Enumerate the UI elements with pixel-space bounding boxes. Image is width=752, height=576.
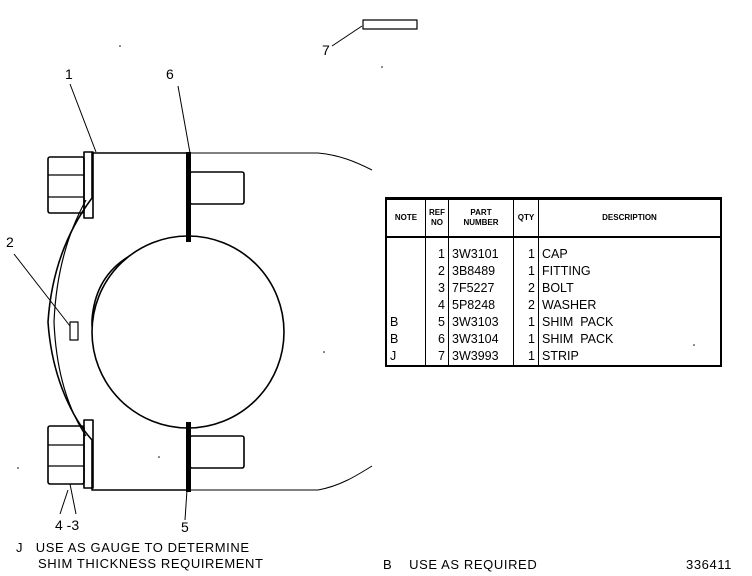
lower-washer [83,419,94,489]
cell-qty: 2 [513,280,539,297]
cell-note [385,237,426,263]
cell-part: 3W3993 [448,348,514,367]
cell-note: J [385,348,426,367]
cell-qty: 1 [513,263,539,280]
cell-part: 3W3101 [448,237,514,263]
cell-note: B [385,314,426,331]
cell-ref: 1 [425,237,449,263]
cell-note [385,263,426,280]
cell-note [385,297,426,314]
cell-part: 7F5227 [448,280,514,297]
header-ref-no: REF NO [425,197,449,238]
cap-inner-edge [53,199,87,437]
upper-washer [83,151,94,219]
cell-desc: SHIM PACK [538,331,722,348]
strip [362,19,418,30]
cell-qty: 2 [513,297,539,314]
cell-part: 5P8248 [448,297,514,314]
lower-shim-pack [186,422,191,492]
upper-shim-pack [186,152,191,242]
table-row: 4 5P8248 2 WASHER [385,297,722,314]
cell-ref: 5 [425,314,449,331]
callout-5: 5 [181,519,189,535]
cell-desc: BOLT [538,280,722,297]
cell-desc: CAP [538,237,722,263]
cell-qty: 1 [513,331,539,348]
cell-part: 3W3103 [448,314,514,331]
lower-bolt-head [47,425,85,485]
table-row: B 5 3W3103 1 SHIM PACK [385,314,722,331]
fitting [69,321,79,341]
header-description: DESCRIPTION [538,197,722,238]
header-part-number: PART NUMBER [448,197,514,238]
table-row: B 6 3W3104 1 SHIM PACK [385,331,722,348]
upper-bolt-shank [189,171,245,205]
lower-bolt-shank [189,435,245,469]
callout-7: 7 [322,42,330,58]
rod-outline-lower [190,465,373,491]
cell-desc: WASHER [538,297,722,314]
table-row: 3 7F5227 2 BOLT [385,280,722,297]
cell-ref: 3 [425,280,449,297]
cell-ref: 2 [425,263,449,280]
note-b: B USE AS REQUIRED [383,557,538,572]
table-row: 2 3B8489 1 FITTING [385,263,722,280]
cell-part: 3W3104 [448,331,514,348]
header-qty: QTY [513,197,539,238]
table-row: J 7 3W3993 1 STRIP [385,348,722,367]
table-row: 1 3W3101 1 CAP [385,237,722,263]
callout-2: 2 [6,234,14,250]
cell-ref: 4 [425,297,449,314]
cell-desc: SHIM PACK [538,314,722,331]
cell-desc: STRIP [538,348,722,367]
cell-part: 3B8489 [448,263,514,280]
cell-qty: 1 [513,314,539,331]
cell-note [385,280,426,297]
cell-ref: 6 [425,331,449,348]
cell-note: B [385,331,426,348]
cell-qty: 1 [513,348,539,367]
callout-6: 6 [166,66,174,82]
upper-bolt-head [47,156,85,214]
rod-outline [190,152,373,171]
bore [91,235,285,429]
figure-number: 336411 [686,557,733,572]
note-j-line2: SHIM THICKNESS REQUIREMENT [38,556,264,571]
cell-desc: FITTING [538,263,722,280]
cell-ref: 7 [425,348,449,367]
parts-table: NOTE REF NO PART NUMBER QTY DESCRIPTION … [385,197,722,367]
callout-4-3: 4 -3 [55,517,80,533]
cell-qty: 1 [513,237,539,263]
note-j-line1: J USE AS GAUGE TO DETERMINE [16,540,250,555]
callout-1: 1 [65,66,73,82]
header-note: NOTE [385,197,426,238]
